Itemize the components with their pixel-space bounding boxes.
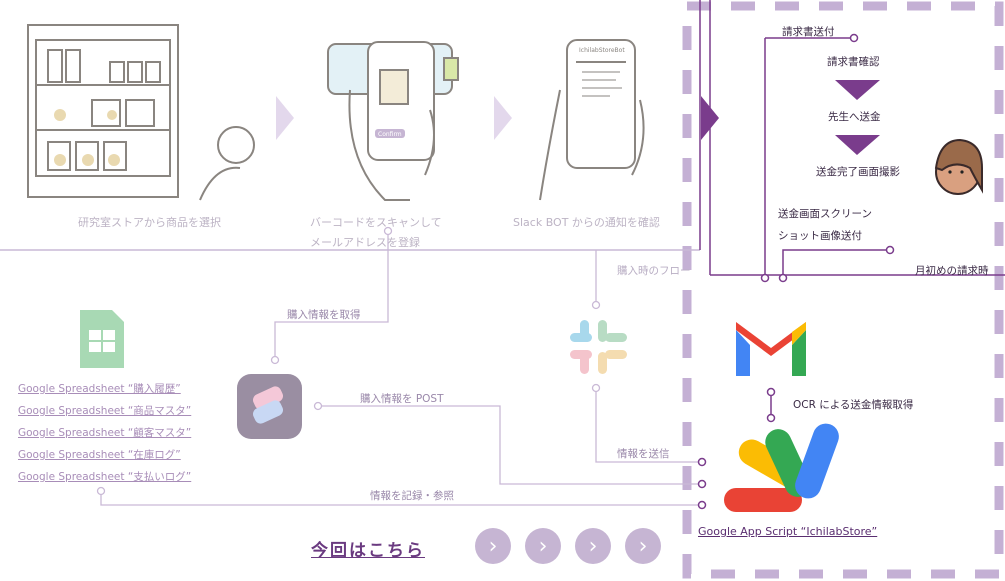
arrow-3 — [701, 96, 719, 140]
spreadsheet-link-product[interactable]: Google Spreadsheet “商品マスタ” — [18, 405, 192, 417]
person-illustration — [934, 138, 983, 195]
post-purchase-label: 購入情報を POST — [360, 393, 444, 405]
get-purchase-label: 購入情報を取得 — [287, 309, 361, 321]
shortcuts-icon — [237, 374, 302, 439]
ocr-label: OCR による送金情報取得 — [793, 399, 914, 411]
apps-script-icon — [724, 423, 839, 512]
spreadsheet-link-customer[interactable]: Google Spreadsheet “顧客マスタ” — [18, 427, 192, 439]
slack-icon — [570, 320, 627, 374]
screen-send-line1: 送金画面スクリーン — [778, 208, 872, 220]
next-button-2[interactable]: › — [525, 528, 561, 564]
send-info-label: 情報を送信 — [617, 448, 670, 460]
store-shelf-illustration — [27, 24, 255, 201]
highlight-frame — [682, 1, 1004, 579]
down-arrow-2 — [835, 135, 880, 155]
faint-connectors — [100, 232, 700, 506]
google-sheets-icon — [80, 310, 124, 368]
confirm-button: Confirm — [378, 131, 402, 138]
step1-caption: 研究室ストアから商品を選択 — [78, 216, 221, 229]
arrow-2 — [494, 96, 512, 140]
down-arrow-1 — [835, 80, 880, 100]
scan-illustration — [327, 41, 459, 201]
step2-caption-line2: メールアドレスを登録 — [310, 236, 420, 249]
record-ref-label: 情報を記録・参照 — [370, 490, 454, 502]
remit-label: 先生へ送金 — [828, 111, 881, 123]
step2-caption-line1: バーコードをスキャンして — [310, 216, 442, 229]
monthly-flow-label: 月初めの請求時 — [915, 265, 989, 277]
spreadsheet-link-stock[interactable]: Google Spreadsheet “在庫ログ” — [18, 449, 181, 461]
next-button-1[interactable]: › — [475, 528, 511, 564]
screen-send-line2: ショット画像送付 — [778, 230, 862, 242]
invoice-send-label: 請求書送付 — [782, 26, 835, 38]
invoice-confirm-label: 請求書確認 — [827, 56, 880, 68]
slack-phone-illustration — [539, 39, 645, 201]
spreadsheet-link-payment[interactable]: Google Spreadsheet “支払いログ” — [18, 471, 192, 483]
slack-card-title: IchilabStoreBot — [579, 47, 625, 54]
arrow-1 — [276, 96, 294, 140]
purchase-flow-label: 購入時のフロー — [617, 265, 691, 277]
apps-script-label[interactable]: Google App Script “IchilabStore” — [698, 525, 878, 538]
next-button-4[interactable]: › — [625, 528, 661, 564]
gmail-icon — [736, 322, 806, 376]
confirm-button-bg — [375, 129, 405, 138]
shelf-accent — [54, 109, 120, 166]
this-time-link[interactable]: 今回はこちら — [311, 541, 425, 561]
next-button-3[interactable]: › — [575, 528, 611, 564]
spreadsheet-link-purchase[interactable]: Google Spreadsheet “購入履歴” — [18, 383, 181, 395]
step3-caption: Slack BOT からの通知を確認 — [513, 216, 660, 229]
screenshot-label: 送金完了画面撮影 — [816, 166, 900, 178]
